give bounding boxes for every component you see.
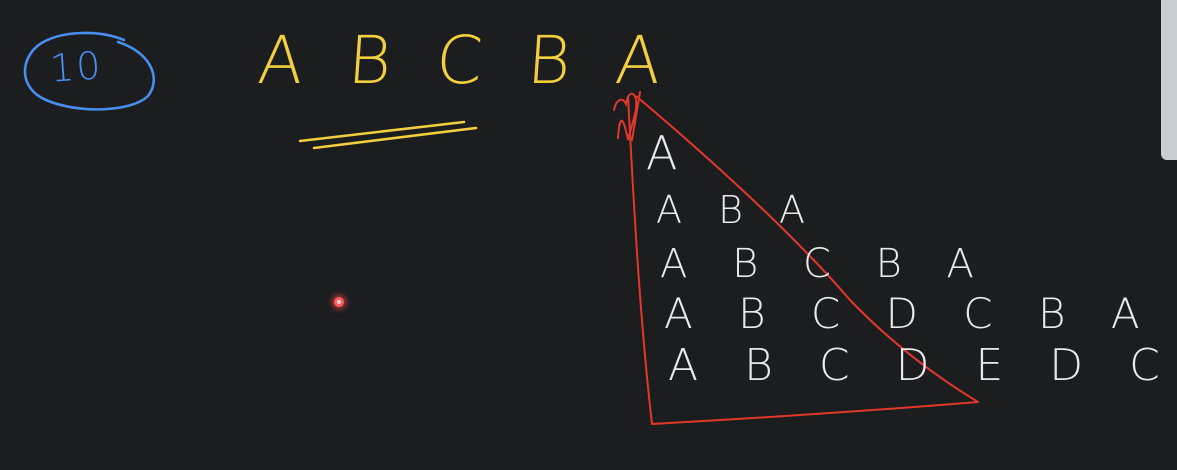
title-underline-1 <box>298 120 466 143</box>
pattern-row-2: A B A <box>656 188 818 232</box>
pattern-row-5: A B C D E D C B A <box>668 340 1177 391</box>
pattern-row-4: A B C D C B A <box>664 289 1156 338</box>
pyramid-outline-scribble <box>613 91 641 141</box>
pattern-row-1: A <box>646 126 688 180</box>
title-underline-2 <box>312 126 478 150</box>
problem-number: 10 <box>48 43 104 91</box>
pattern-title: A B C B A <box>255 22 676 99</box>
side-panel-scrollbar[interactable] <box>1161 0 1177 160</box>
laser-pointer-icon <box>334 297 344 307</box>
pattern-row-3: A B C B A <box>660 241 990 287</box>
